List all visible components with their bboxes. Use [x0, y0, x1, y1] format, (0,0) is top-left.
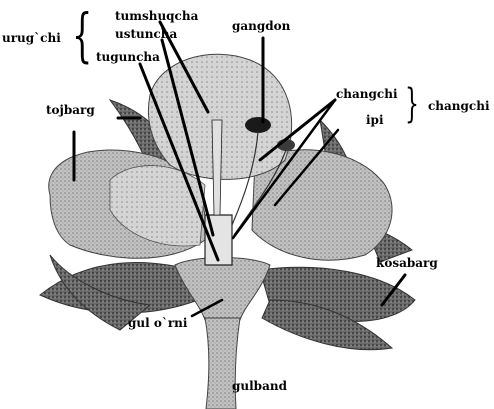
label-ustuncha: ustuncha	[115, 28, 177, 40]
label-kosabarg: kosabarg	[376, 257, 438, 269]
label-changchi-part: changchi	[336, 88, 398, 100]
label-tumshuqcha: tumshuqcha	[115, 10, 198, 22]
label-urugchi: urug`chi	[2, 32, 61, 44]
label-changchi-group: changchi	[428, 100, 490, 112]
label-gul-orni: gul o`rni	[128, 317, 187, 329]
brace-left: {	[72, 6, 92, 64]
brace-right: }	[405, 84, 419, 124]
label-tojbarg: tojbarg	[46, 104, 95, 116]
label-tuguncha: tuguncha	[96, 51, 160, 63]
label-ipi: ipi	[366, 114, 384, 126]
label-gulband: gulband	[232, 380, 287, 392]
label-gangdon: gangdon	[232, 20, 290, 32]
